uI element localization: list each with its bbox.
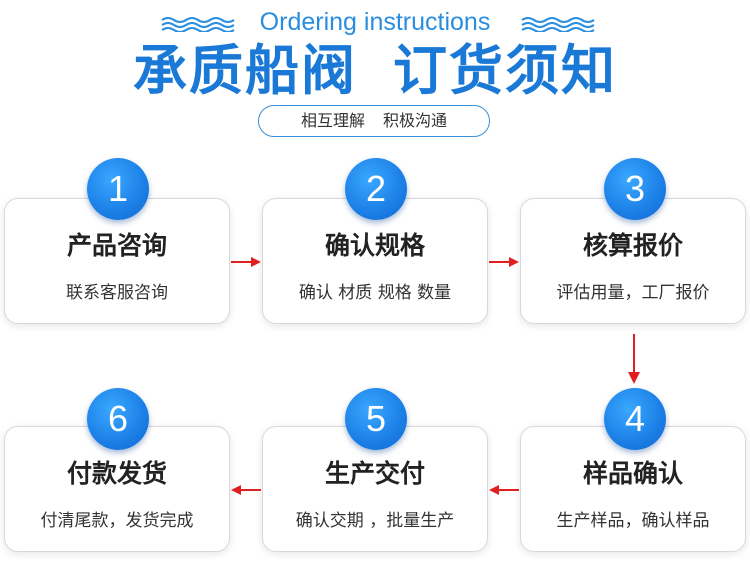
wave-decoration-icon (161, 17, 235, 32)
step-description: 付清尾款，发货完成 (40, 511, 194, 531)
arrow-right-icon (231, 257, 261, 267)
step-title: 样品确认 (582, 459, 683, 488)
step-description: 生产样品，确认样品 (556, 511, 710, 531)
header-subtitle-row: Ordering instructions (0, 6, 750, 38)
arrow-down-icon (628, 334, 640, 384)
title-notice: 订货须知 (393, 38, 617, 102)
title-brand: 承质船阀 (133, 38, 357, 102)
tagline-part1: 相互理解 (300, 111, 365, 130)
step-number-badge: 3 (604, 158, 666, 220)
step-title: 确认规格 (324, 231, 425, 260)
page-title: 承质船阀订货须知 (0, 38, 750, 102)
arrow-left-icon (231, 485, 261, 495)
step-number-badge: 6 (87, 388, 149, 450)
step-title: 产品咨询 (66, 231, 167, 260)
step-title: 付款发货 (66, 459, 167, 488)
subtitle: Ordering instructions (259, 8, 491, 36)
arrow-left-icon (489, 485, 519, 495)
step-title: 核算报价 (582, 231, 683, 260)
step-number-badge: 5 (345, 388, 407, 450)
step-description: 联系客服咨询 (66, 283, 168, 303)
step-description: 评估用量，工厂报价 (556, 283, 710, 303)
step-number-badge: 1 (87, 158, 149, 220)
step-description: 确认 材质 规格 数量 (298, 283, 452, 303)
step-description: 确认交期 ，批量生产 (295, 511, 455, 531)
arrow-right-icon (489, 257, 519, 267)
step-number-badge: 4 (604, 388, 666, 450)
step-card-3: 核算报价 评估用量，工厂报价 (520, 198, 746, 324)
step-number-badge: 2 (345, 158, 407, 220)
tagline-pill: 相互理解积极沟通 (258, 105, 490, 137)
step-title: 生产交付 (324, 459, 425, 488)
tagline-part2: 积极沟通 (383, 111, 448, 130)
wave-decoration-icon (521, 17, 595, 32)
